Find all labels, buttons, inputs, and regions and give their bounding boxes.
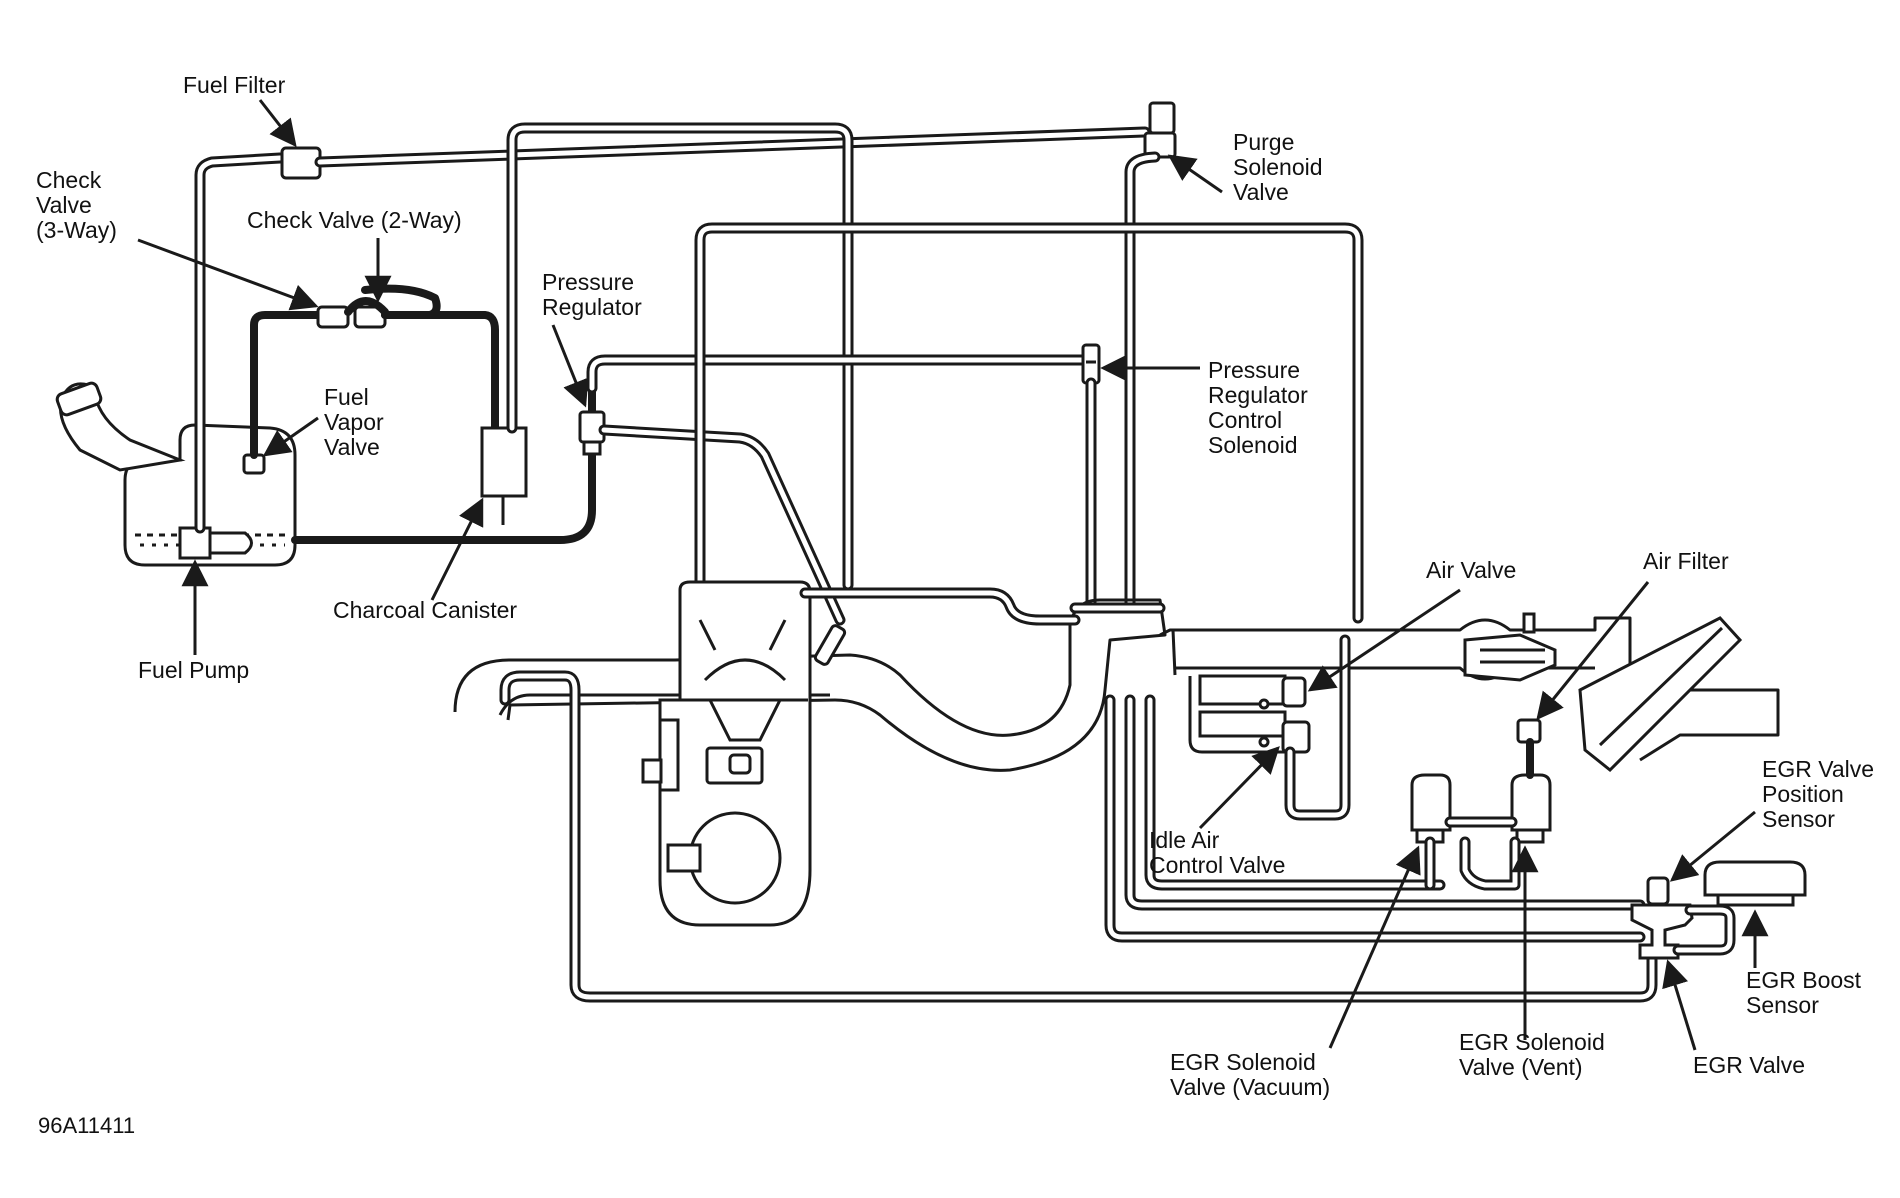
air-cleaner: [1578, 616, 1743, 773]
air-valve: [1258, 676, 1307, 710]
label-fuel-vapor-valve: Fuel Vapor Valve: [324, 384, 384, 460]
leader-pressure-regulator: [551, 324, 589, 408]
purge-solenoid-valve: [1143, 101, 1177, 159]
fuel-pump-strainer: [208, 531, 253, 555]
air-flow-meter: [1463, 633, 1557, 682]
egr-boost-sensor: [1703, 860, 1807, 907]
egr-solenoid-valve-vent: [1510, 773, 1552, 844]
leader-charcoal-canister: [430, 497, 484, 601]
idle-air-control-valve: [1258, 720, 1311, 754]
label-purge-solenoid-valve: Purge Solenoid Valve: [1233, 129, 1323, 205]
label-egr-valve: EGR Valve: [1693, 1052, 1806, 1078]
leader-egr-valve: [1662, 959, 1697, 1051]
label-fuel-filter: Fuel Filter: [183, 72, 286, 98]
leader-idle-air-control-valve: [1198, 746, 1280, 830]
egr-solenoid-valve-vacuum: [1410, 773, 1452, 844]
leader-air-filter: [1536, 581, 1650, 721]
leader-fuel-filter: [258, 99, 297, 148]
leader-egr-solenoid-valve-vacuum: [1328, 845, 1421, 1049]
label-egr-solenoid-valve-vent: EGR Solenoid Valve (Vent): [1459, 1029, 1605, 1080]
label-egr-boost-sensor: EGR Boost Sensor: [1746, 967, 1862, 1018]
label-charcoal-canister: Charcoal Canister: [333, 597, 518, 623]
check-valve-3way: [316, 305, 350, 329]
reference-id: 96A11411: [38, 1113, 136, 1138]
label-pressure-regulator-control-solenoid: Pressure Regulator Control Solenoid: [1208, 357, 1308, 458]
idle-air-control-assembly: [1188, 674, 1287, 754]
pressure-regulator: [578, 400, 606, 456]
charcoal-canister: [480, 426, 528, 498]
label-pressure-regulator: Pressure Regulator: [542, 269, 642, 320]
engine-block: [641, 580, 812, 927]
label-air-valve: Air Valve: [1426, 557, 1517, 583]
fuel-pump: [178, 526, 212, 560]
leader-air-valve: [1307, 588, 1461, 692]
label-check-valve-3way: Check Valve (3-Way): [36, 167, 117, 243]
fuel-filter: [280, 146, 322, 180]
pressure-regulator-control-solenoid: [1081, 343, 1101, 385]
label-fuel-pump: Fuel Pump: [138, 657, 250, 683]
label-check-valve-2way: Check Valve (2-Way): [247, 207, 462, 233]
leader-purge-solenoid-valve: [1167, 154, 1223, 194]
label-egr-solenoid-valve-vacuum: EGR Solenoid Valve (Vacuum): [1170, 1049, 1331, 1100]
leader-check-valve-3way: [137, 238, 319, 311]
leader-egr-valve-position-sensor: [1669, 810, 1756, 882]
label-idle-air-control-valve: Idle Air Control Valve: [1149, 827, 1286, 878]
egr-valve-position-sensor: [1646, 876, 1670, 906]
fuel-injector: [813, 624, 847, 666]
label-air-filter: Air Filter: [1643, 548, 1729, 574]
label-egr-valve-position-sensor: EGR Valve Position Sensor: [1762, 756, 1875, 832]
leader-fuel-vapor-valve: [262, 416, 319, 457]
